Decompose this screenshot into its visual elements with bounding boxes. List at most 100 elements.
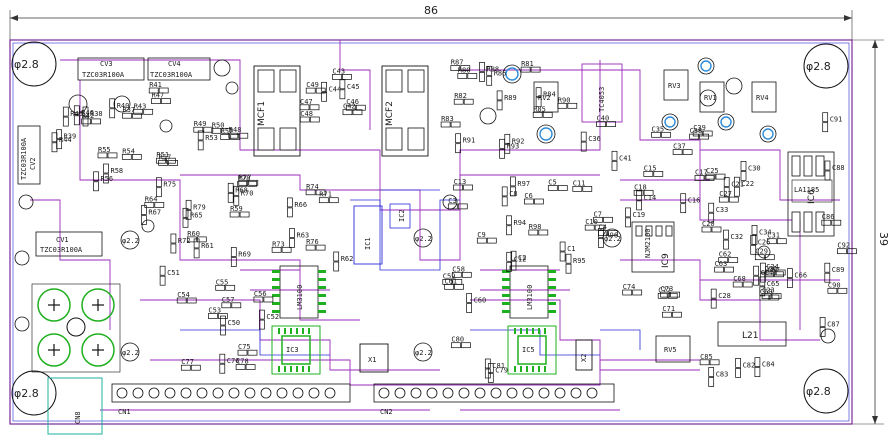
refdes-label: C35 [652,125,665,133]
refdes-label: C26 [758,238,771,246]
smd-pad [728,257,739,263]
smd-pad [221,127,232,134]
smd-pad [714,266,724,273]
inductor-l21: L21 [717,321,787,347]
smd-pad [121,154,132,160]
svg-text:CN2: CN2 [380,408,393,416]
smd-pad [661,131,671,138]
smd-pad [710,288,717,299]
smd-pad [440,121,451,128]
smd-pad [559,241,566,252]
smd-pad [305,189,316,196]
smd-pad [450,121,461,128]
smd-pad [455,133,461,144]
smd-pad [73,115,80,126]
smd-pad [660,291,670,298]
smd-pad [501,186,508,197]
smd-pad [154,202,165,208]
refdes-label: C54 [177,291,190,299]
refdes-label: C4 [599,224,607,232]
svg-text:RV5: RV5 [664,346,677,354]
smd-pad [751,225,758,235]
smd-pad [771,293,782,299]
svg-text:IC1: IC1 [364,237,372,250]
smd-pad [168,160,178,166]
smd-pad [170,243,177,254]
filter-mcf2: MCF2 [381,65,429,157]
ic-top-right: TC4053 [581,63,623,123]
smd-pad [109,98,116,109]
refdes-label: R73 [272,240,285,248]
height-label: 39 [877,232,888,246]
refdes-label: C85 [700,353,713,361]
smd-pad [708,367,715,377]
refdes-label: R95 [573,257,586,265]
refdes-label: C6 [524,192,532,200]
smd-pad [461,271,472,278]
smd-pad [309,116,320,123]
smd-pad [751,235,758,245]
smd-pad [766,238,777,245]
smd-pad [734,186,740,197]
refdes-label: R96 [605,231,618,239]
refdes-label: R39 [64,133,77,141]
power-jack-cluster [31,283,121,373]
smd-pad [827,287,838,294]
smd-pad [582,186,593,192]
smd-pad [97,152,108,159]
smd-pad [499,148,505,159]
refdes-label: C65 [767,280,780,288]
smd-pad [245,364,256,370]
svg-text:φ2.8: φ2.8 [806,385,831,398]
connector-cn1: CN1 [111,383,351,416]
refdes-label: R89 [504,94,517,102]
smd-pad [611,160,618,171]
smd-pad [580,131,587,142]
smd-pad [682,149,693,155]
svg-text:IC9: IC9 [661,253,671,268]
refdes-label: R78 [238,174,251,182]
smd-pad [444,283,454,290]
smd-pad [219,363,226,374]
svg-text:IC3: IC3 [286,346,299,354]
refdes-label: C77 [181,358,194,366]
smd-pad [496,100,503,111]
refdes-label: R82 [454,92,467,100]
refdes-label: C7 [594,210,602,218]
svg-text:CN8: CN8 [74,411,82,424]
smd-pad [158,160,168,166]
smd-pad [837,287,848,294]
refdes-label: C48 [300,110,313,118]
smd-pad [486,75,493,86]
smd-pad [723,239,729,250]
smd-pad [594,224,605,231]
smd-pad [231,302,242,309]
smd-pad [227,192,234,203]
smd-pad [239,211,250,218]
refdes-label: R75 [163,181,176,189]
smd-pad [230,257,237,267]
refdes-label: C64 [761,269,774,277]
smd-pad [82,116,89,127]
smd-pad [305,244,316,251]
refdes-label: R58 [111,167,124,175]
refdes-label: C59 [443,272,456,280]
refdes-label: R66 [294,201,307,209]
smd-pad [699,133,709,140]
smd-pad [461,342,471,349]
svg-text:CV2: CV2 [29,157,37,170]
smd-pad [622,289,633,296]
smd-pad [355,104,366,111]
smd-pad [596,121,606,127]
smd-pad [51,142,58,153]
refdes-label: R46 [81,109,94,117]
refdes-label: C43 [332,67,345,75]
mount-hole-bottom-left: φ2.8 [11,370,57,416]
refdes-label: C33 [716,206,729,214]
refdes-label: C92 [837,242,850,250]
smd-pad [565,263,572,274]
smd-pad [457,73,468,79]
smd-pad [499,138,505,149]
svg-text:CN1: CN1 [118,408,131,416]
